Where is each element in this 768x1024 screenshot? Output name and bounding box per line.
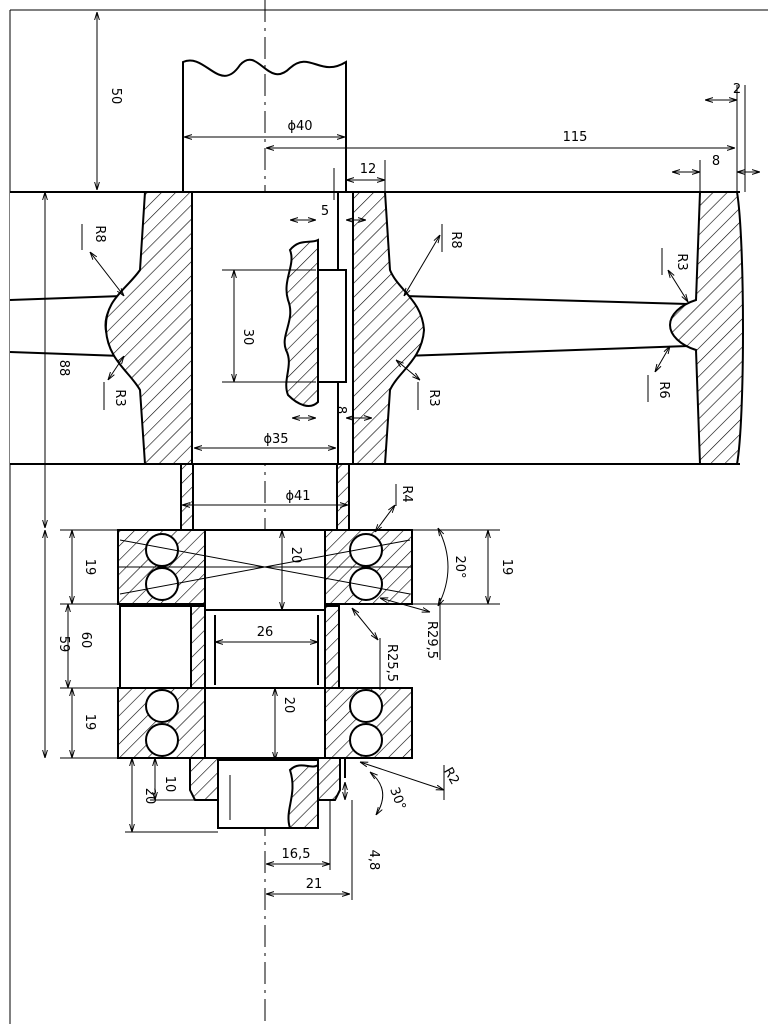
dim-4-8: 4,8: [366, 850, 381, 871]
dim-19-lower: 19: [82, 714, 97, 731]
dim-8-top: 8: [712, 154, 720, 169]
dim-10: 10: [162, 776, 177, 793]
dim-phi40: ϕ40: [287, 119, 312, 134]
spacer-sleeve: [180, 463, 350, 531]
radius-r25-5: R25,5: [384, 644, 399, 682]
dim-19-right: 19: [499, 559, 514, 576]
radius-r2: R2: [440, 765, 462, 787]
bearing-upper: [117, 529, 413, 605]
center-axes: [10, 0, 768, 1024]
radius-r3-rim: R3: [674, 253, 689, 270]
radius-r3-hub: R3: [426, 389, 441, 406]
dim-2: 2: [733, 82, 741, 97]
lower-shaft: [190, 529, 340, 759]
dim-50: 50: [108, 88, 123, 105]
shaft-top: [182, 58, 347, 192]
dim-phi35: ϕ35: [263, 432, 288, 447]
bearing-lower: [117, 687, 413, 759]
wheel-body: [9, 191, 768, 465]
radius-r8-left: R8: [92, 225, 107, 242]
dim-20-lower: 20: [281, 697, 296, 714]
housing-left: [119, 605, 192, 689]
dim-88: 88: [56, 360, 71, 377]
dim-20-nut: 20: [142, 788, 157, 805]
dim-20-upper: 20: [288, 547, 303, 564]
contact-angle-lines: [119, 529, 500, 605]
dim-phi41: ϕ41: [285, 489, 310, 504]
radius-r29-5: R29,5: [424, 621, 439, 659]
dim-5: 5: [321, 204, 329, 219]
dim-21: 21: [306, 877, 323, 892]
dim-59: 59: [56, 636, 71, 653]
dim-60: 60: [78, 632, 93, 649]
angle-30deg: 30°: [386, 785, 408, 812]
radius-r6: R6: [656, 381, 671, 398]
dim-115: 115: [563, 130, 588, 145]
radius-r8-right: R8: [448, 231, 463, 248]
angle-20deg: 20°: [452, 555, 467, 578]
radius-r4: R4: [399, 485, 414, 502]
radius-r3-left: R3: [112, 389, 127, 406]
lock-nut: [180, 757, 346, 829]
dim-26: 26: [257, 625, 274, 640]
dim-19-upper: 19: [82, 559, 97, 576]
dim-8-mid: 8: [333, 406, 348, 414]
dim-12: 12: [360, 162, 377, 177]
dim-30: 30: [240, 329, 255, 346]
drawing-frame: [9, 9, 768, 1024]
dim-16-5: 16,5: [282, 847, 311, 862]
